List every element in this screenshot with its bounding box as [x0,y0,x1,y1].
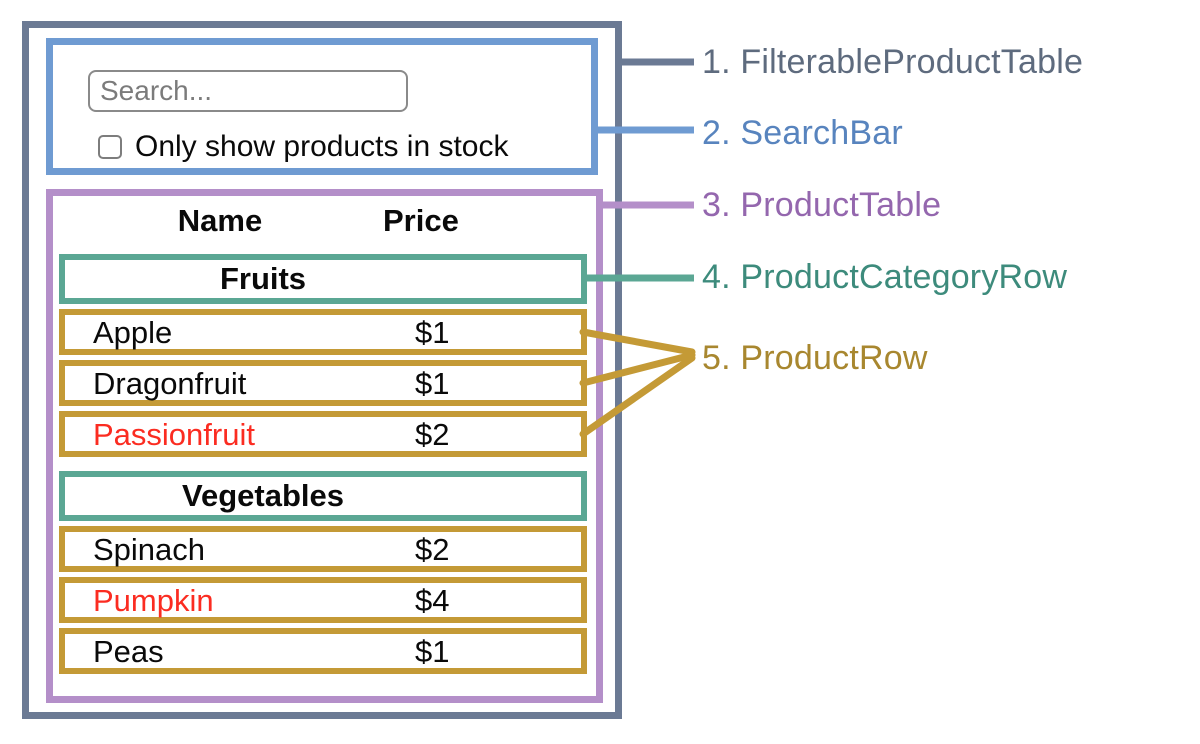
in-stock-checkbox[interactable] [98,135,122,159]
product-name: Apple [93,315,173,350]
product-name: Passionfruit [93,417,255,452]
in-stock-checkbox-label: Only show products in stock [135,130,509,163]
category-label: Fruits [219,261,307,296]
product-row: Passionfruit $2 [59,411,587,457]
product-price: $4 [415,583,450,618]
product-name: Peas [93,634,164,669]
column-header-name: Name [177,203,263,238]
product-price: $2 [415,417,450,452]
product-row: Dragonfruit $1 [59,360,587,406]
product-name: Dragonfruit [93,366,247,401]
product-name: Spinach [93,532,206,567]
product-name: Pumpkin [93,583,214,618]
product-price: $2 [415,532,450,567]
product-category-row: Fruits [59,254,587,304]
product-row: Pumpkin $4 [59,577,587,623]
search-bar-box: Only show products in stock [46,38,598,175]
product-price: $1 [415,315,450,350]
product-table-box: Name Price Fruits Apple $1 Dragonfruit $… [46,189,603,703]
product-category-row: Vegetables [59,471,587,521]
legend-product-category-row: 4. ProductCategoryRow [702,258,1068,296]
search-input[interactable] [88,70,408,112]
table-header-row: Name Price [59,202,587,240]
product-row: Apple $1 [59,309,587,355]
legend-product-table: 3. ProductTable [702,186,942,224]
legend-product-row: 5. ProductRow [702,339,928,377]
table-rows-container: Fruits Apple $1 Dragonfruit $1 Passionfr… [53,254,596,674]
column-header-price: Price [383,203,459,238]
product-price: $1 [415,634,450,669]
legend-search-bar: 2. SearchBar [702,114,903,152]
in-stock-filter-row: Only show products in stock [98,130,591,164]
legend-filterable-product-table: 1. FilterableProductTable [702,43,1084,81]
product-row: Peas $1 [59,628,587,674]
category-label: Vegetables [182,478,344,513]
product-row: Spinach $2 [59,526,587,572]
product-price: $1 [415,366,450,401]
